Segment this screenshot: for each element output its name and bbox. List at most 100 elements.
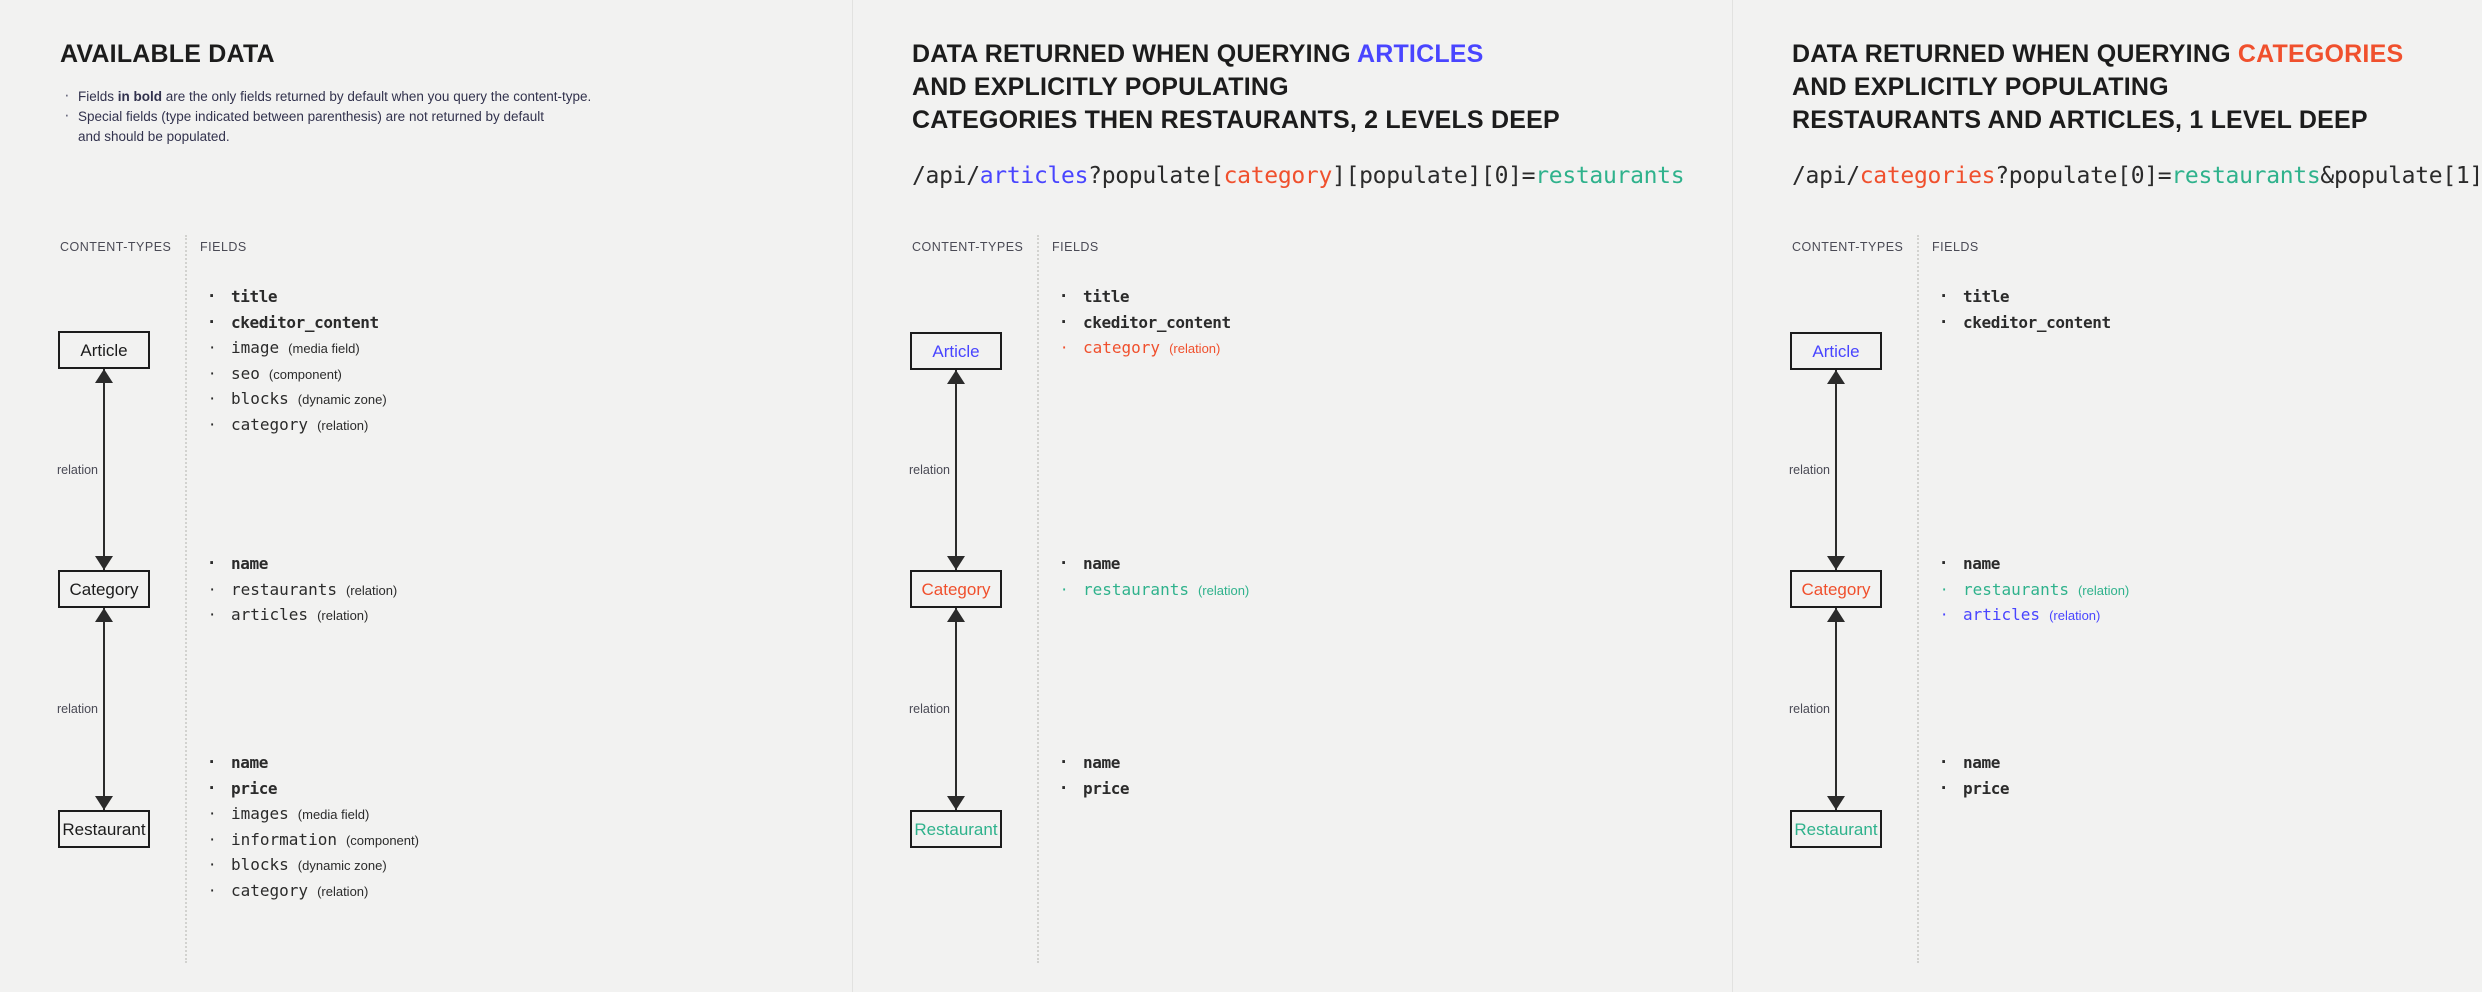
relation-label: relation [57, 462, 98, 477]
field-name: title [1963, 287, 2010, 306]
field-type: (dynamic zone) [297, 858, 387, 873]
field-name: name [231, 753, 268, 772]
url-token: ?populate[0]= [1995, 163, 2172, 189]
field-name: articles [1963, 605, 2041, 624]
column-label-fields: FIELDS [200, 240, 247, 254]
relation-connector-category-restaurant: relation [909, 608, 1002, 810]
field-name: blocks [231, 389, 289, 408]
url-token: ?populate[ [1088, 163, 1224, 189]
field-name: image [231, 338, 280, 357]
field-item: ckeditor_content [1937, 310, 2111, 336]
field-type: (component) [345, 832, 419, 848]
content-type-box-article[interactable]: Article [58, 331, 150, 369]
field-item: restaurants(relation) [205, 577, 397, 603]
field-list-category: namerestaurants(relation)articles(relati… [205, 551, 397, 628]
legend-notes: Fields in bold are the only fields retur… [60, 85, 820, 147]
arrowhead-down-icon [947, 556, 965, 570]
content-type-box-category[interactable]: Category [910, 570, 1002, 608]
url-token: articles [979, 163, 1089, 189]
title-line-2: AND EXPLICITLY POPULATING [1792, 73, 2169, 101]
field-item: price [1937, 776, 2010, 802]
content-type-box-restaurant[interactable]: Restaurant [1790, 810, 1882, 848]
field-list-article: titleckeditor_content category (relation) [1057, 284, 1231, 361]
panel-2-title: DATA RETURNED WHEN QUERYING ARTICLES AND… [912, 38, 1672, 137]
connector-line [102, 369, 106, 570]
field-name: price [231, 778, 278, 798]
connector-line [1834, 370, 1838, 570]
url-token: categories [1859, 163, 1996, 189]
arrowhead-up-icon [95, 369, 113, 383]
field-name: restaurants [1083, 579, 1189, 599]
connector-line [954, 370, 958, 570]
panel-3-header: DATA RETURNED WHEN QUERYING CATEGORIES A… [1792, 38, 2482, 189]
title-line-1-prefix: DATA RETURNED WHEN QUERYING [1792, 40, 2238, 68]
page-title: AVAILABLE DATA [60, 40, 275, 68]
url-token: restaurants [2171, 163, 2321, 189]
arrowhead-down-icon [95, 796, 113, 810]
title-line-3: CATEGORIES THEN RESTAURANTS, 2 LEVELS DE… [912, 106, 1560, 134]
content-type-box-category[interactable]: Category [58, 570, 150, 608]
field-type: (relation) [1169, 341, 1221, 356]
field-name: ckeditor_content [1963, 312, 2111, 332]
url-token: /api/ [1792, 163, 1860, 189]
field-type: (relation) [2049, 608, 2101, 623]
content-type-box-article[interactable]: Article [910, 332, 1002, 370]
field-type: (relation) [2077, 582, 2130, 598]
content-type-box-restaurant[interactable]: Restaurant [58, 810, 150, 848]
field-type: (relation) [1197, 582, 1250, 598]
panel-divider-1 [852, 0, 853, 992]
field-name: name [1963, 554, 2000, 573]
content-type-box-article[interactable]: Article [1790, 332, 1882, 370]
legend-note: Fields in bold are the only fields retur… [60, 85, 820, 107]
field-name: category [1083, 338, 1161, 357]
panel-query-categories: DATA RETURNED WHEN QUERYING CATEGORIES A… [1732, 0, 2482, 992]
field-item: name [1057, 551, 1249, 577]
field-type: (relation) [317, 417, 369, 433]
content-type-box-restaurant[interactable]: Restaurant [910, 810, 1002, 848]
column-label-content-types: CONTENT-TYPES [912, 240, 1024, 254]
field-type: (relation) [345, 582, 398, 598]
field-name: price [1083, 778, 1130, 798]
field-type: (relation) [317, 883, 369, 899]
field-list-category: name restaurants (relation) [1057, 551, 1249, 602]
arrowhead-up-icon [947, 608, 965, 622]
arrowhead-up-icon [1827, 370, 1845, 384]
relation-connector-article-category: relation [57, 369, 150, 570]
panel-available-data: AVAILABLE DATA Fields in bold are the on… [0, 0, 852, 992]
relation-label: relation [57, 702, 98, 716]
title-line-1-accent: CATEGORIES [2237, 40, 2404, 68]
relation-label: relation [909, 463, 950, 477]
field-name: category [231, 880, 309, 900]
arrowhead-up-icon [947, 370, 965, 384]
arrowhead-up-icon [1827, 608, 1845, 622]
field-type: (media field) [297, 807, 370, 822]
field-name: information [231, 829, 337, 849]
field-item: blocks(dynamic zone) [205, 386, 387, 412]
content-type-box-category[interactable]: Category [1790, 570, 1882, 608]
connector-line [102, 608, 106, 810]
api-url-articles[interactable]: /api/articles?populate[category][populat… [912, 163, 1685, 189]
column-separator-dotted [1917, 235, 1919, 963]
field-name: name [1083, 554, 1120, 573]
arrowhead-down-icon [95, 556, 113, 570]
url-token: &populate[1]= [2320, 163, 2482, 189]
field-item: name [205, 551, 397, 577]
field-list-article: title ckeditor_content [1937, 284, 2111, 335]
field-item: ckeditor_content [205, 310, 387, 336]
field-item: information (component) [205, 827, 419, 853]
url-token: /api/ [912, 163, 980, 189]
field-item: title [1057, 284, 1231, 310]
field-name: ckeditor_content [1083, 312, 1231, 332]
column-separator-dotted [185, 235, 187, 963]
title-line-2: AND EXPLICITLY POPULATING [912, 73, 1289, 101]
api-url-categories[interactable]: /api/categories?populate[0]=restaurants&… [1792, 163, 2482, 189]
field-type: (relation) [317, 608, 369, 623]
field-list-category: namerestaurants(relation)articles(relati… [1937, 551, 2129, 628]
field-item: name [205, 750, 419, 776]
column-label-fields: FIELDS [1052, 240, 1099, 254]
relation-label: relation [909, 702, 950, 716]
field-item: ckeditor_content [1057, 310, 1231, 336]
panel-1-header: AVAILABLE DATA Fields in bold are the on… [60, 38, 820, 147]
url-token: category [1223, 163, 1333, 189]
arrowhead-down-icon [1827, 796, 1845, 810]
